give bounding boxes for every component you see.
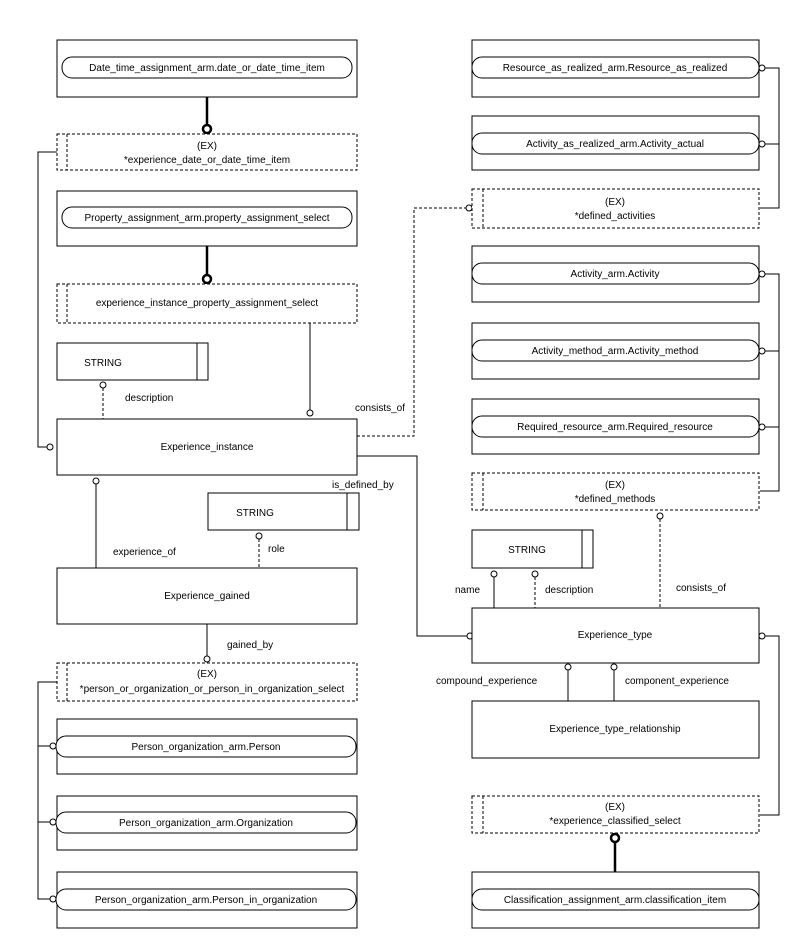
property-assignment-label: Property_assignment_arm.property_assignm…	[84, 213, 329, 224]
activity-actual-label: Activity_as_realized_arm.Activity_actual	[526, 139, 704, 150]
classification-item-label: Classification_assignment_arm.classifica…	[504, 895, 726, 906]
bold-connector-circle	[201, 273, 213, 285]
string-label: STRING	[84, 358, 122, 369]
connector-circle	[758, 632, 766, 640]
connector-circle	[465, 204, 473, 212]
property-assignment-entity[interactable]: Property_assignment_arm.property_assignm…	[56, 190, 358, 247]
connector-circle	[46, 443, 54, 451]
activity-entity[interactable]: Activity_arm.Activity	[471, 245, 760, 303]
is-defined-by-label: is_defined_by	[332, 480, 394, 491]
resource-as-realized-label: Resource_as_realized_arm.Resource_as_rea…	[503, 63, 728, 74]
connector-circle	[564, 663, 572, 671]
string-label: STRING	[236, 508, 274, 519]
defined-activities-select[interactable]: (EX) *defined_activities	[471, 188, 760, 229]
organization-label: Person_organization_arm.Organization	[119, 818, 293, 829]
person-in-organization-entity[interactable]: Person_organization_arm.Person_in_organi…	[55, 871, 358, 929]
experience-of-label: experience_of	[113, 547, 176, 558]
experience-date-select[interactable]: (EX) *experience_date_or_date_time_item	[56, 133, 358, 171]
connector-circle	[758, 64, 766, 72]
bold-connector-circle	[609, 832, 621, 844]
activity-label: Activity_arm.Activity	[571, 269, 660, 280]
role-attribute-label: role	[268, 544, 285, 555]
date-time-item-entity[interactable]: Date_time_assignment_arm.date_or_date_ti…	[56, 39, 358, 98]
string-label: STRING	[508, 545, 546, 556]
connector-circle	[656, 512, 664, 520]
connector-circle	[490, 570, 498, 578]
connector-circle	[255, 532, 263, 540]
activity-actual-entity[interactable]: Activity_as_realized_arm.Activity_actual	[471, 115, 760, 171]
connector-circle	[758, 423, 766, 431]
person-entity[interactable]: Person_organization_arm.Person	[55, 718, 358, 775]
experience-instance-property-select[interactable]: experience_instance_property_assignment_…	[56, 283, 358, 324]
description-attribute-label: description	[125, 393, 173, 404]
experience-gained-entity[interactable]: Experience_gained	[56, 567, 358, 625]
connector-circle	[610, 663, 618, 671]
consists-of-label: consists_of	[355, 403, 405, 414]
name-attribute-label: name	[455, 585, 480, 596]
defined-activities-ex-label: (EX)	[605, 197, 625, 208]
connector-circle	[49, 742, 57, 750]
experience-classified-select[interactable]: (EX) *experience_classified_select	[471, 795, 760, 834]
gained-by-label: gained_by	[227, 640, 273, 651]
experience-type-relationship-entity[interactable]: Experience_type_relationship	[471, 700, 760, 759]
classification-item-entity[interactable]: Classification_assignment_arm.classifica…	[471, 871, 760, 929]
connector-circle	[92, 477, 100, 485]
experience-instance-label: Experience_instance	[161, 442, 254, 453]
date-time-item-label: Date_time_assignment_arm.date_or_date_ti…	[89, 63, 325, 74]
connector-circle	[203, 655, 211, 663]
organization-entity[interactable]: Person_organization_arm.Organization	[55, 795, 358, 851]
string-description-type[interactable]: STRING	[56, 342, 209, 381]
classified-select-label: *experience_classified_select	[549, 816, 680, 827]
person-label: Person_organization_arm.Person	[132, 742, 281, 753]
required-resource-entity[interactable]: Required_resource_arm.Required_resource	[471, 398, 760, 455]
person-in-org-label: Person_organization_arm.Person_in_organi…	[95, 895, 317, 906]
defined-methods-label: *defined_methods	[575, 494, 656, 505]
connector-circle	[758, 140, 766, 148]
defined-methods-select[interactable]: (EX) *defined_methods	[471, 472, 760, 511]
defined-activities-label: *defined_activities	[575, 211, 656, 222]
person-org-select-label: *person_or_organization_or_person_in_org…	[80, 684, 345, 695]
string-type-type[interactable]: STRING	[471, 529, 594, 569]
connector-circle	[49, 895, 57, 903]
description-attribute-label-2: description	[545, 585, 593, 596]
resource-as-realized-entity[interactable]: Resource_as_realized_arm.Resource_as_rea…	[471, 39, 760, 98]
connector-circle	[758, 347, 766, 355]
experience-date-ex-label: (EX)	[197, 141, 217, 152]
component-experience-label: component_experience	[625, 676, 729, 687]
required-resource-label: Required_resource_arm.Required_resource	[517, 422, 713, 433]
experience-date-label: *experience_date_or_date_time_item	[124, 155, 290, 166]
connector-circle	[531, 570, 539, 578]
classified-select-ex-label: (EX)	[605, 802, 625, 813]
experience-gained-label: Experience_gained	[164, 591, 250, 602]
consists-of-label-2: consists_of	[676, 583, 726, 594]
experience-type-label: Experience_type	[578, 630, 653, 641]
connector-circle	[49, 818, 57, 826]
string-role-type[interactable]: STRING	[207, 492, 360, 531]
connector-circle	[306, 409, 314, 417]
experience-instance-property-label: experience_instance_property_assignment_…	[96, 298, 319, 309]
experience-type-relationship-label: Experience_type_relationship	[549, 724, 681, 735]
compound-experience-label: compound_experience	[436, 676, 538, 687]
person-org-select[interactable]: (EX) *person_or_organization_or_person_i…	[56, 662, 358, 702]
connector-circle	[99, 381, 107, 389]
defined-methods-ex-label: (EX)	[605, 480, 625, 491]
bold-connector-circle	[201, 123, 213, 135]
activity-method-label: Activity_method_arm.Activity_method	[532, 346, 699, 357]
person-org-ex-label: (EX)	[197, 669, 217, 680]
activity-method-entity[interactable]: Activity_method_arm.Activity_method	[471, 322, 760, 380]
experience-instance-entity[interactable]: Experience_instance	[56, 418, 358, 476]
experience-type-entity[interactable]: Experience_type	[471, 607, 760, 664]
connector-circle	[758, 270, 766, 278]
